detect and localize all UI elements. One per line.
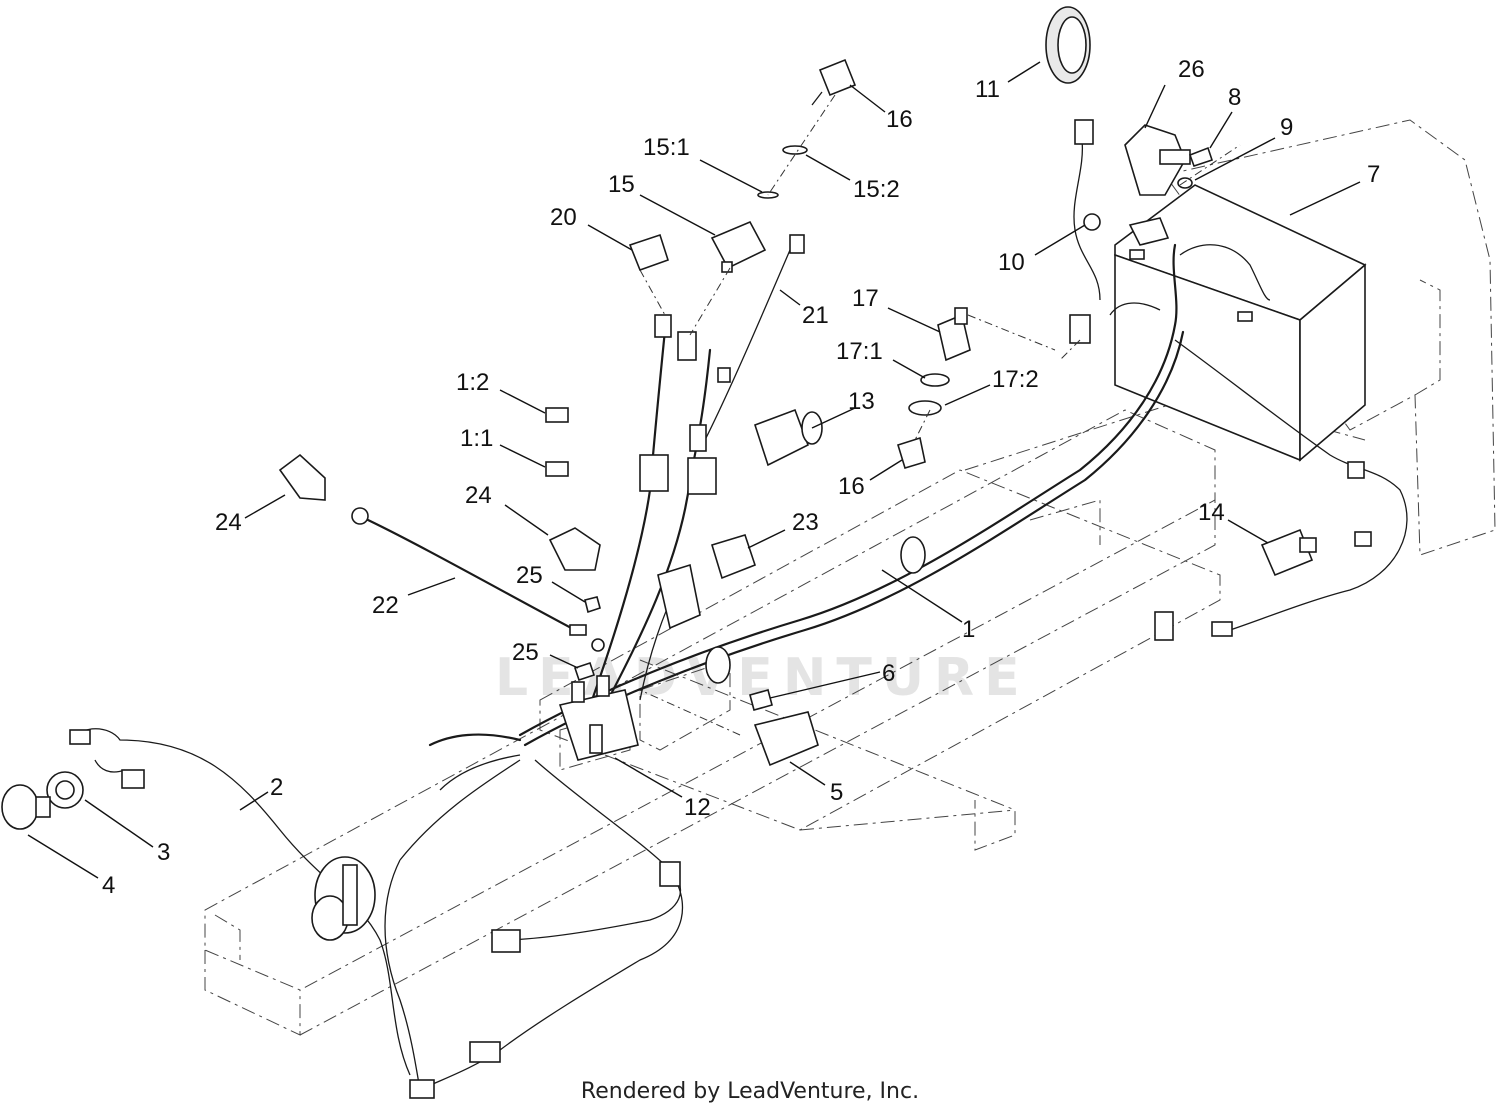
callout-1-1: 1:1 <box>460 425 493 452</box>
rendered-by-credit: Rendered by LeadVenture, Inc. <box>580 1079 920 1104</box>
callout-21: 21 <box>802 302 829 329</box>
callout-4: 4 <box>102 872 115 899</box>
callout-11: 11 <box>975 76 1000 103</box>
callout-17-1: 17:1 <box>836 338 883 365</box>
callout-8: 8 <box>1228 84 1241 111</box>
callout-2: 2 <box>270 774 283 801</box>
callout-17-2: 17:2 <box>992 366 1039 393</box>
tail-light-harness <box>1 728 681 1099</box>
callout-leaders <box>27 61 1361 879</box>
callout-1: 1 <box>962 616 975 643</box>
callout-1-2: 1:2 <box>456 369 489 396</box>
mower-frame <box>204 119 1496 1036</box>
assembly-guides <box>639 94 1241 736</box>
callout-25-lower: 25 <box>512 639 539 666</box>
callout-3: 3 <box>157 839 170 866</box>
callout-25-upper: 25 <box>516 562 543 589</box>
callout-10: 10 <box>998 249 1025 276</box>
main-wire-harness <box>384 139 1408 1091</box>
callout-7: 7 <box>1367 161 1380 188</box>
callout-23: 23 <box>792 509 819 536</box>
callout-6: 6 <box>882 660 895 687</box>
callout-9: 9 <box>1280 114 1293 141</box>
callout-22: 22 <box>372 592 399 619</box>
callout-14: 14 <box>1198 499 1225 526</box>
callout-16-bottom: 16 <box>838 473 865 500</box>
callout-15-2: 15:2 <box>853 176 900 203</box>
callout-13: 13 <box>848 388 875 415</box>
callout-17: 17 <box>852 285 879 312</box>
battery <box>1114 184 1367 462</box>
callout-20: 20 <box>550 204 577 231</box>
callout-24-left: 24 <box>215 509 242 536</box>
callout-15: 15 <box>608 171 635 198</box>
callout-15-1: 15:1 <box>643 134 690 161</box>
callout-labels: 11 26 8 9 7 10 16 15:1 15:2 15 20 21 17 … <box>102 56 1380 899</box>
callout-16-top: 16 <box>886 106 913 133</box>
callout-5: 5 <box>830 779 843 806</box>
callout-12: 12 <box>684 794 711 821</box>
callout-24-right: 24 <box>465 482 492 509</box>
callout-26: 26 <box>1178 56 1205 83</box>
